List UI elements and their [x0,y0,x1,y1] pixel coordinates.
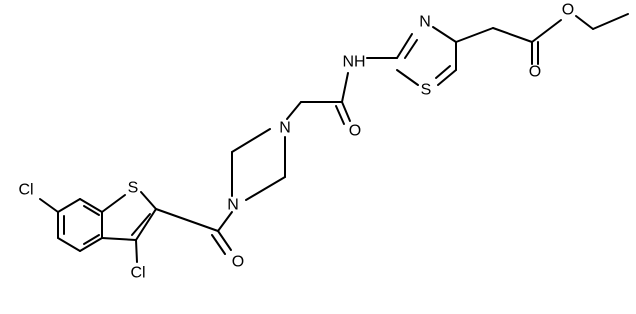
bond [592,13,629,30]
bond [437,69,457,86]
bond [217,230,232,251]
oxygen-atom-label: O [232,254,244,271]
bond [140,191,157,210]
bond [341,101,351,122]
nh-group-label: NH [342,54,365,71]
bond [135,208,157,241]
bond [286,101,302,120]
bond [492,27,533,43]
sulfur-atom-label: S [421,82,432,99]
bond [335,105,345,125]
oxygen-atom-label: O [349,123,361,140]
bond [39,198,59,213]
bond [404,39,418,59]
bond [211,234,226,255]
bond [101,194,126,213]
bond [531,19,562,43]
sulfur-atom-label: S [128,180,139,197]
bond [83,205,100,216]
bond [245,176,286,201]
chlorine-atom-label: Cl [130,265,145,282]
oxygen-atom-label: O [562,2,574,19]
bond [79,237,103,252]
chlorine-atom-label: Cl [18,182,33,199]
bond [396,33,413,59]
nitrogen-atom-label: N [279,120,291,137]
bond [155,208,219,232]
bond [57,198,81,213]
bond [83,234,100,245]
bond [101,237,137,241]
bond [575,15,594,30]
bond [432,26,457,43]
bond [135,239,138,263]
bond [231,128,271,153]
bond [79,198,103,213]
nitrogen-atom-label: N [419,14,431,31]
bond [131,213,151,236]
oxygen-atom-label: O [529,64,541,81]
bond [396,69,419,86]
bonds [39,13,629,263]
bond [57,237,81,252]
bond [435,65,451,79]
atom-labels: Cl Cl S O N N O NH N S O O [18,2,574,282]
bond [341,72,349,103]
bond [217,211,233,232]
bond [455,27,494,43]
nitrogen-atom-label: N [227,197,239,214]
